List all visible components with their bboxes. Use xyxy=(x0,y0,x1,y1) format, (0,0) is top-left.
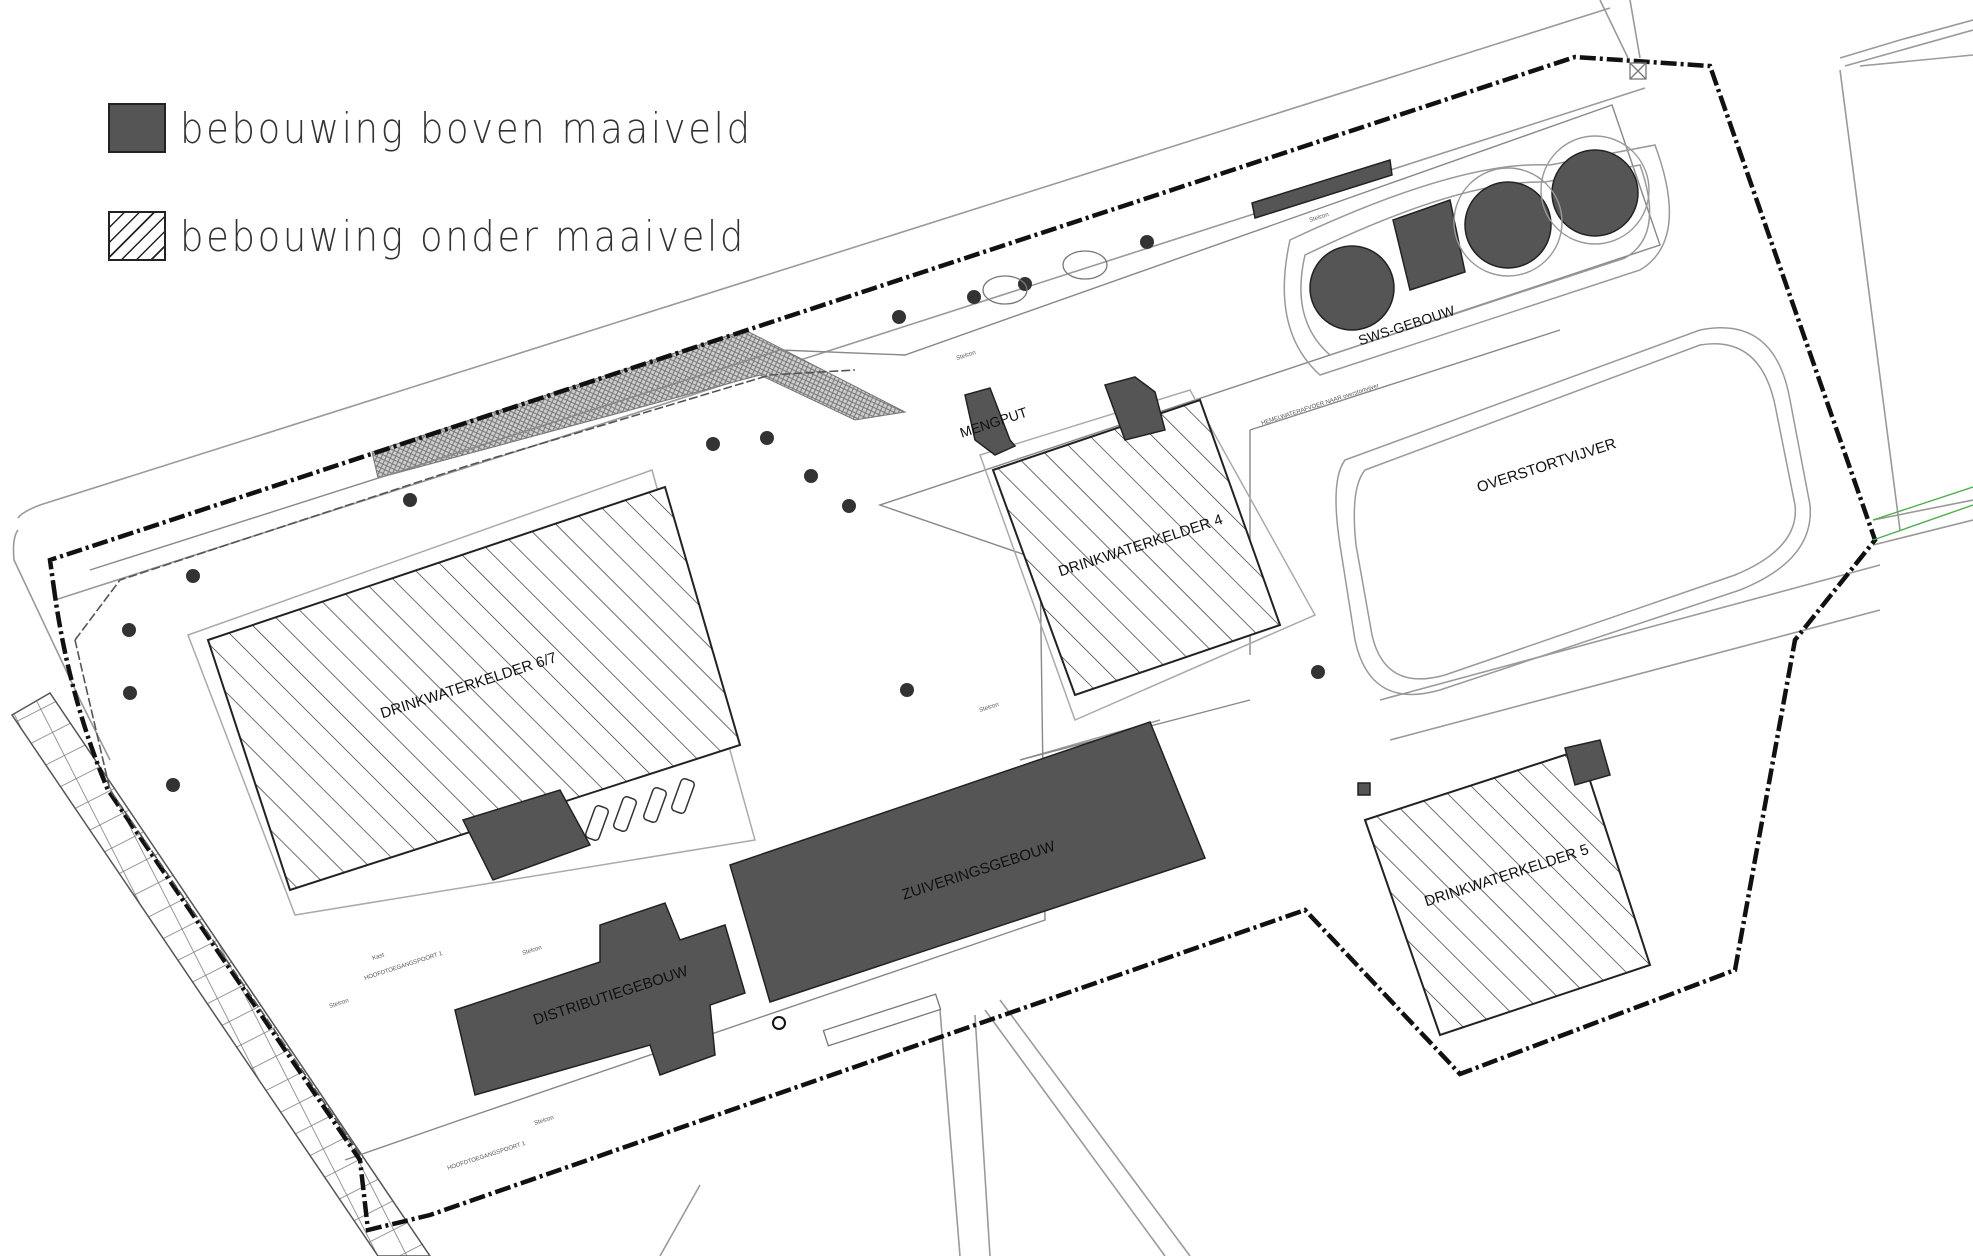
distributiegebouw xyxy=(454,902,746,1096)
sws-tank-1 xyxy=(1309,245,1395,331)
sws-gebouw xyxy=(1392,199,1466,291)
hoofdtoegangspoort-label: HOOFDTOEGANGSPOORT 1 xyxy=(447,1141,527,1172)
drinkwaterkelder-5-annex xyxy=(1564,739,1611,786)
site-fixtures xyxy=(822,62,1647,1047)
trees xyxy=(122,235,1325,792)
sws-tank-3 xyxy=(1551,149,1639,237)
sws-tank-2 xyxy=(1464,181,1552,269)
solid-buildings xyxy=(454,149,1639,1096)
hemelwaterafvoer-label: HEMELWATERAFVOER NAAR overstortvijver xyxy=(1261,383,1380,427)
kast-label: Kast xyxy=(372,952,386,962)
zuiveringsgebouw xyxy=(729,721,1206,1003)
site-boundary xyxy=(47,54,1878,1233)
overstortvijver-label: OVERSTORTVIJVER xyxy=(1475,435,1619,496)
tank-rings xyxy=(1453,135,1650,277)
drinkwaterkelder-67 xyxy=(206,485,742,892)
stelcon-label: Stelcon xyxy=(522,945,543,957)
legend-swatch-solid xyxy=(108,103,166,153)
fence-line xyxy=(74,369,856,641)
stelcon-label: Stelcon xyxy=(329,998,350,1010)
legend-label: bebouwing onder maaiveld xyxy=(180,211,747,261)
legend-label: bebouwing boven maaiveld xyxy=(180,103,753,153)
overstortvijver-basin xyxy=(1335,327,1812,696)
stelcon-label: Stelcon xyxy=(1309,212,1330,224)
road-lines xyxy=(12,0,1973,1256)
stelcon-label: Stelcon xyxy=(956,350,977,362)
mengput xyxy=(964,387,1017,456)
stelcon-label: Stelcon xyxy=(979,702,1000,714)
no-entry-sign xyxy=(772,1016,786,1030)
drinkwaterkelder-4-annex xyxy=(1104,376,1166,441)
legend-item-above-ground: bebouwing boven maaiveld xyxy=(108,100,831,156)
legend-swatch-hatched xyxy=(108,211,166,261)
legend-item-below-ground: bebouwing onder maaiveld xyxy=(108,208,831,264)
drinkwaterkelder-67-annex xyxy=(461,789,592,881)
small-utility-box xyxy=(1357,782,1371,796)
drinkwaterkelder-67-zone xyxy=(187,469,756,916)
legend: bebouwing boven maaiveld bebouwing onder… xyxy=(108,100,831,316)
stelcon-label: Stelcon xyxy=(534,1115,555,1127)
parked-cars xyxy=(584,778,696,841)
pump-house xyxy=(1251,159,1393,219)
drinkwaterkelder-5 xyxy=(1363,748,1652,1037)
rail-grid-strip xyxy=(10,692,431,1256)
green-utility-line xyxy=(1872,486,1973,541)
